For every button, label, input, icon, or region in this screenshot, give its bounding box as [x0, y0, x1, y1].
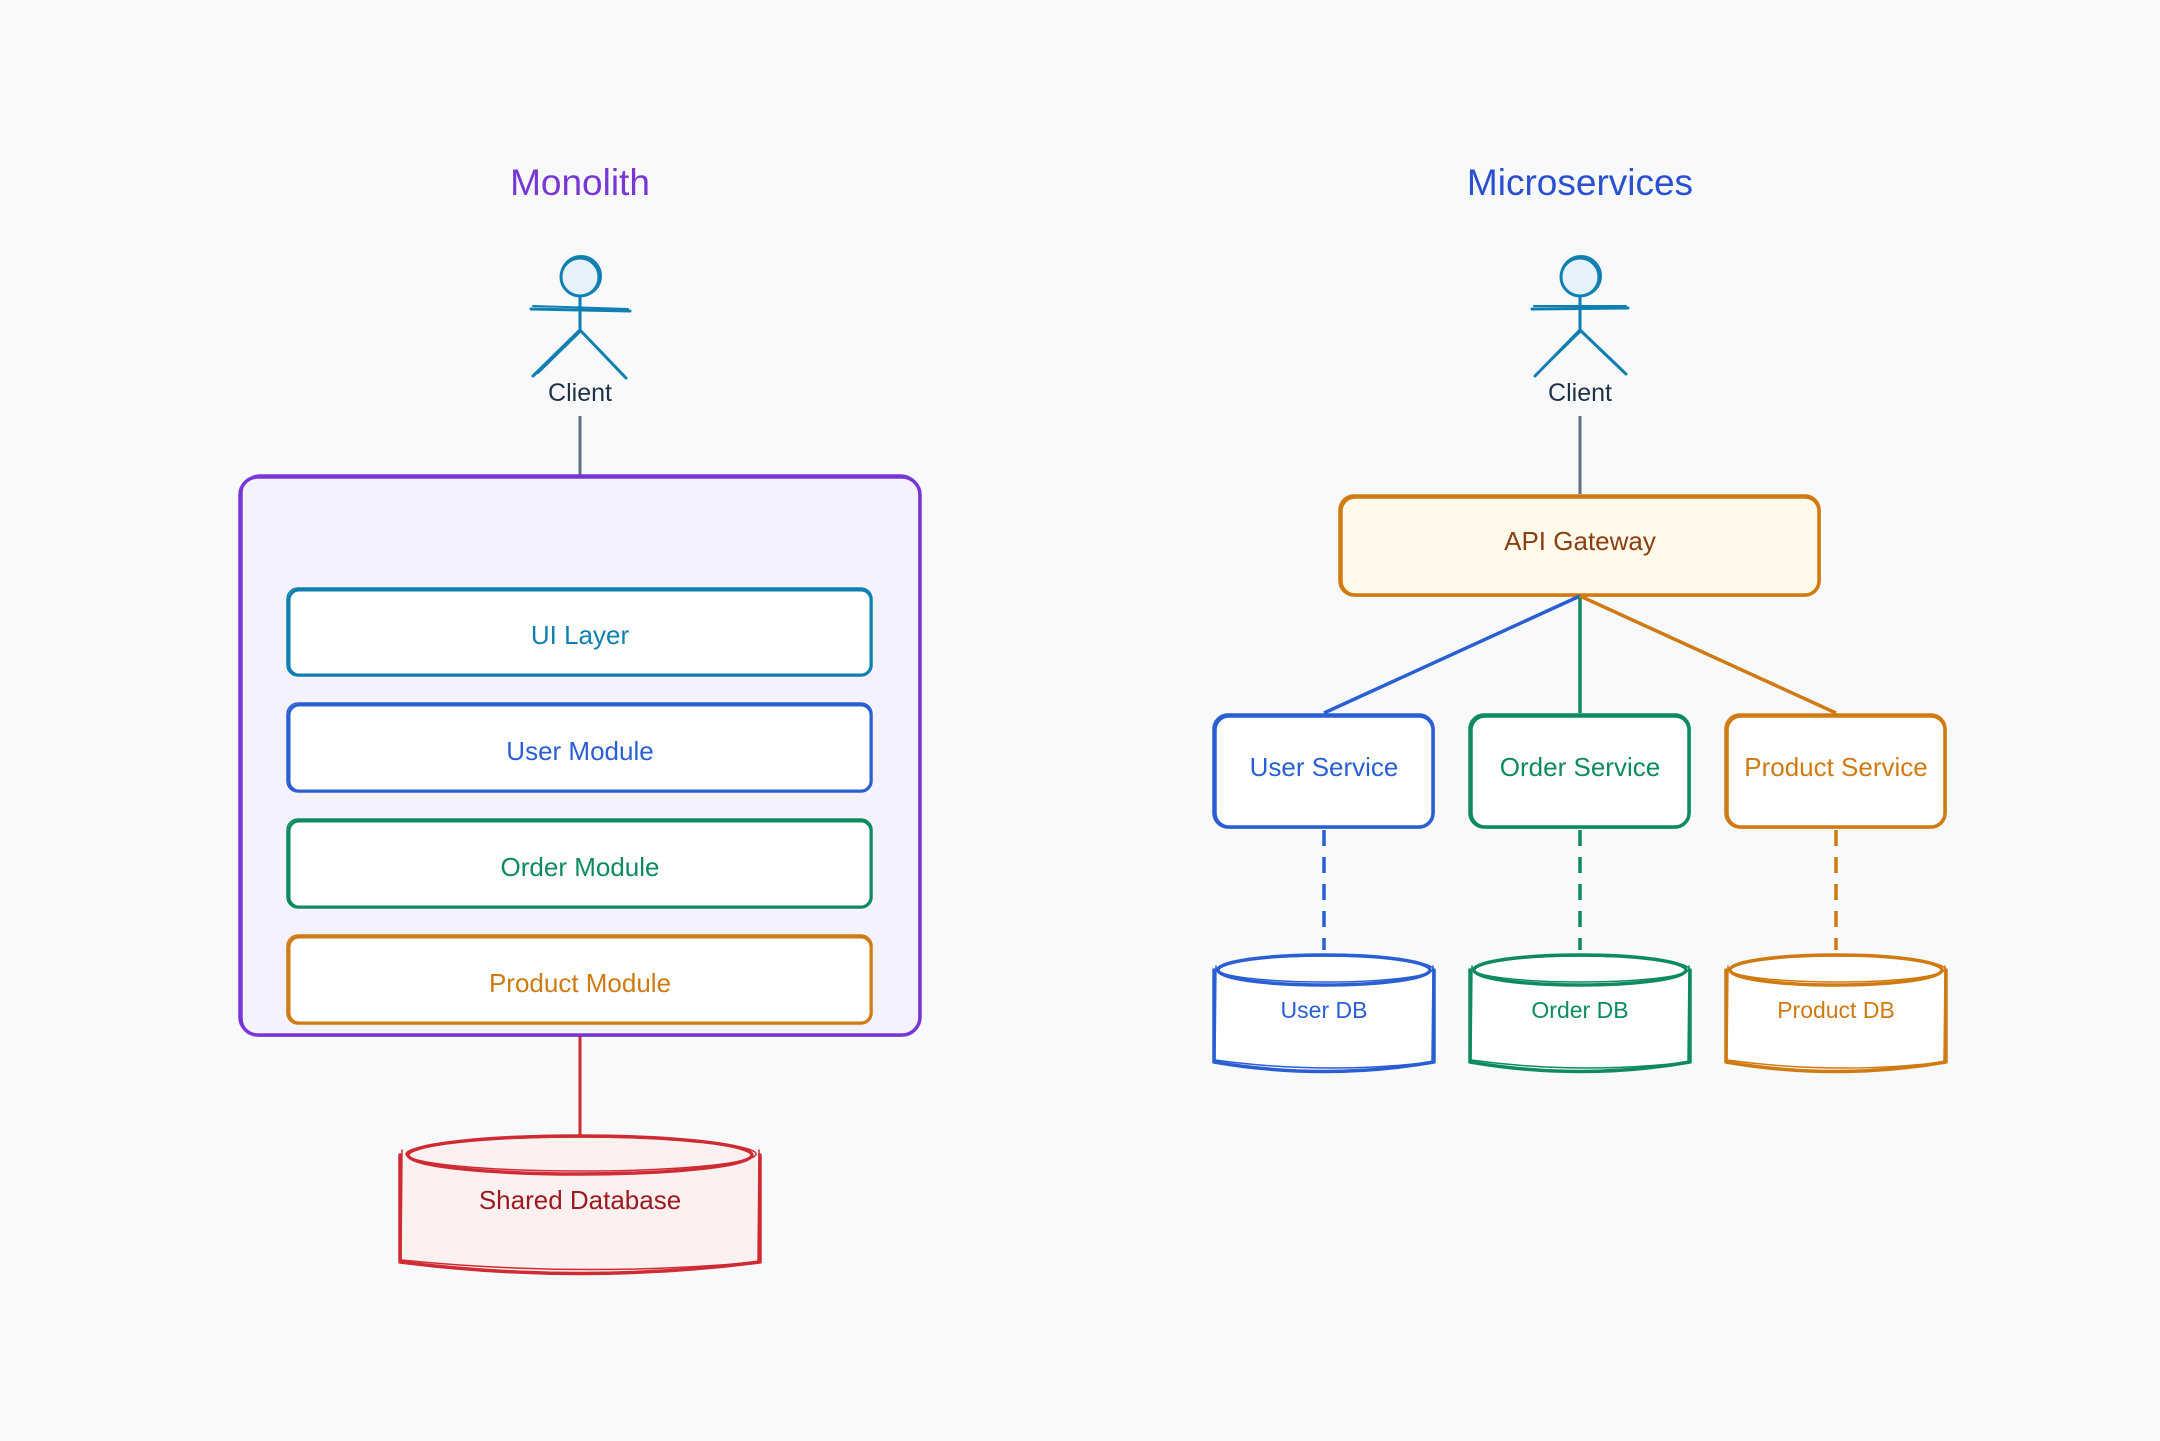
microservices-client-label: Client — [1548, 379, 1612, 407]
monolith-layer-order-label: Order Module — [501, 852, 660, 882]
order-service: Order Service — [1468, 713, 1691, 829]
order-db-label: Order DB — [1531, 997, 1628, 1023]
order-service-label: Order Service — [1500, 752, 1660, 782]
microservices-client-icon — [1530, 255, 1630, 378]
product-db: Product DB — [1724, 953, 1948, 1074]
user-db: User DB — [1212, 953, 1436, 1074]
monolith-title: Monolith — [510, 162, 650, 203]
order-db: Order DB — [1468, 953, 1692, 1074]
monolith-layer-user-label: User Module — [506, 736, 653, 766]
user-service-label: User Service — [1250, 752, 1399, 782]
gateway-to-user-service — [1323, 594, 1581, 715]
microservices-section: Microservices Client API Gateway — [1212, 162, 1948, 1074]
gateway-to-product-service — [1579, 594, 1837, 715]
monolith-layer-product: Product Module — [286, 934, 873, 1025]
monolith-section: Monolith Client UI Layer — [238, 162, 922, 1276]
monolith-layer-product-label: Product Module — [489, 968, 671, 998]
product-service-label: Product Service — [1744, 752, 1928, 782]
user-db-label: User DB — [1281, 997, 1368, 1023]
api-gateway: API Gateway — [1338, 494, 1821, 597]
monolith-layer-order: Order Module — [286, 818, 873, 909]
monolith-layer-user: User Module — [286, 702, 873, 793]
monolith-client-icon — [529, 255, 632, 380]
product-db-label: Product DB — [1777, 997, 1895, 1023]
shared-database-label: Shared Database — [479, 1185, 681, 1215]
monolith-layer-ui-label: UI Layer — [531, 620, 630, 650]
shared-database: Shared Database — [398, 1134, 762, 1276]
microservices-title: Microservices — [1467, 162, 1693, 203]
product-service: Product Service — [1724, 713, 1947, 829]
monolith-client-label: Client — [548, 379, 612, 407]
user-service: User Service — [1212, 713, 1435, 829]
monolith-layer-ui: UI Layer — [286, 587, 873, 677]
api-gateway-label: API Gateway — [1504, 526, 1656, 556]
